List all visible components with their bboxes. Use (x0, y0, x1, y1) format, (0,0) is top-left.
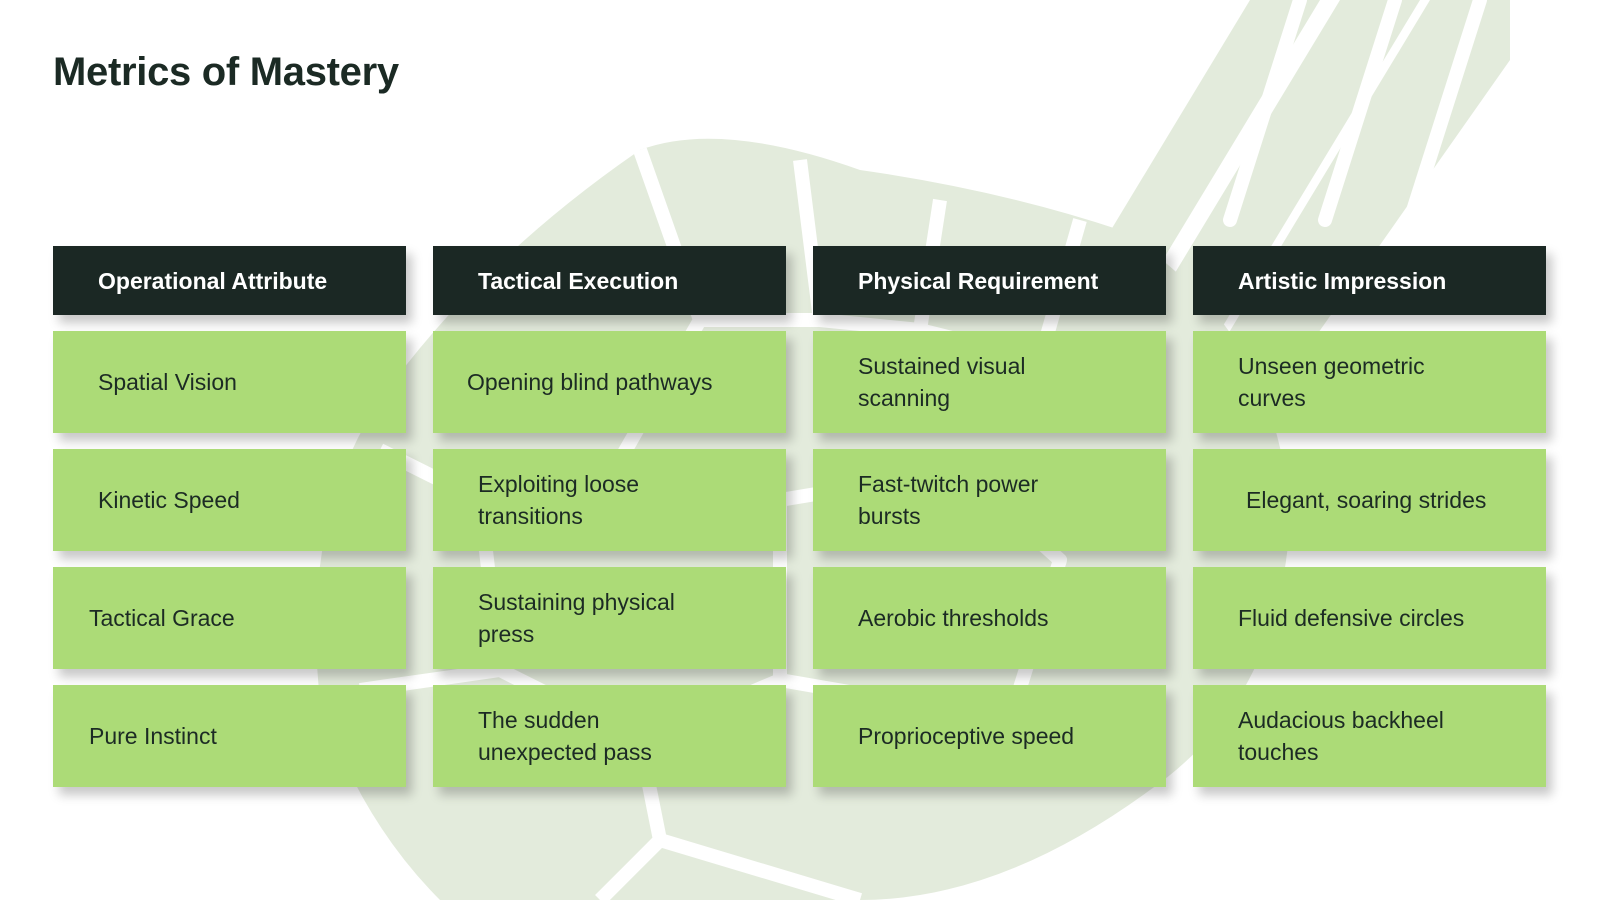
mastery-table: Operational Attribute Tactical Execution… (53, 246, 1547, 787)
table-cell: Unseen geometric curves (1193, 331, 1546, 433)
table-cell: Pure Instinct (53, 685, 406, 787)
header-physical-requirement: Physical Requirement (813, 246, 1166, 315)
table-cell: Sustaining physical press (433, 567, 786, 669)
table-cell: Fast-twitch power bursts (813, 449, 1166, 551)
table-cell: Aerobic thresholds (813, 567, 1166, 669)
header-tactical-execution: Tactical Execution (433, 246, 786, 315)
table-cell: Audacious backheel touches (1193, 685, 1546, 787)
table-cell: Opening blind pathways (433, 331, 786, 433)
table-cell: The sudden unexpected pass (433, 685, 786, 787)
table-cell: Fluid defensive circles (1193, 567, 1546, 669)
table-cell: Exploiting loose transitions (433, 449, 786, 551)
table-cell: Spatial Vision (53, 331, 406, 433)
header-operational-attribute: Operational Attribute (53, 246, 406, 315)
table-cell: Kinetic Speed (53, 449, 406, 551)
table-cell: Sustained visual scanning (813, 331, 1166, 433)
slide-title: Metrics of Mastery (53, 50, 399, 94)
table-cell: Proprioceptive speed (813, 685, 1166, 787)
header-artistic-impression: Artistic Impression (1193, 246, 1546, 315)
table-cell: Elegant, soaring strides (1193, 449, 1546, 551)
table-cell: Tactical Grace (53, 567, 406, 669)
